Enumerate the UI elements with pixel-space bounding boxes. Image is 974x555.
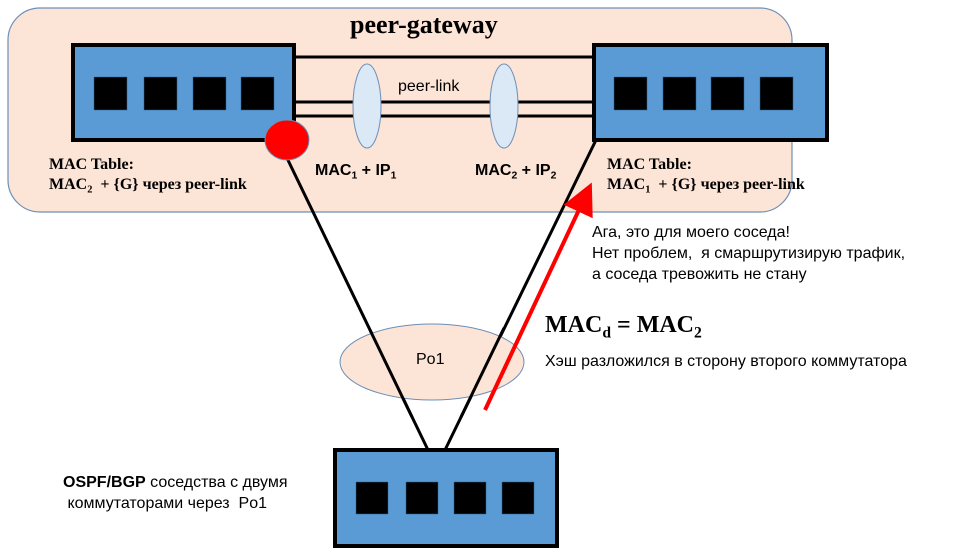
switch-1-port-1 — [93, 76, 128, 111]
diagram-title: peer-gateway — [350, 10, 498, 39]
routing-note: OSPF/BGP соседства с двумя коммутаторами… — [63, 472, 288, 514]
right-mac-table-entry: MAC1 + {G} через peer-link — [607, 176, 805, 196]
switch-1[interactable] — [71, 43, 296, 142]
peer-link-lag-ellipse-right — [489, 63, 519, 149]
switch-2-port-1 — [613, 76, 648, 111]
left-mac-table: MAC Table: MAC2 + {G} через peer-link — [49, 155, 247, 195]
right-mac-table: MAC Table: MAC1 + {G} через peer-link — [607, 155, 805, 195]
downstream-switch-port-2 — [405, 481, 439, 515]
switch-2[interactable] — [592, 43, 829, 142]
red-marker-dot — [264, 119, 310, 161]
mac-destination-formula: MACd = MAC2 — [545, 312, 702, 342]
downstream-switch[interactable] — [333, 448, 559, 548]
switch-1-port-2 — [143, 76, 178, 111]
switch-2-port-3 — [710, 76, 745, 111]
neighbor-note: Ага, это для моего соседа! Нет проблем, … — [592, 222, 905, 285]
po1-label: Po1 — [416, 351, 445, 368]
peer-link-lag-ellipse-left — [352, 63, 382, 149]
neighbor-note-line-1: Ага, это для моего соседа! — [592, 224, 790, 241]
left-mac-table-entry: MAC2 + {G} через peer-link — [49, 176, 247, 196]
hash-note: Хэш разложился в сторону второго коммута… — [545, 353, 907, 370]
neighbor-note-line-3: а соседа тревожить не стану — [592, 266, 807, 283]
downstream-switch-port-4 — [501, 481, 535, 515]
mac-ip-1-label: MAC1 + IP1 — [315, 162, 397, 182]
switch-1-port-4 — [240, 76, 275, 111]
mac-ip-2-label: MAC2 + IP2 — [475, 162, 557, 182]
left-mac-table-title: MAC Table: — [49, 156, 134, 173]
peer-link-label: peer-link — [398, 78, 460, 95]
uplink-left-over — [368, 329, 414, 418]
switch-2-port-2 — [662, 76, 697, 111]
switch-1-port-3 — [192, 76, 227, 111]
neighbor-note-line-2: Нет проблем, я смаршрутизирую трафик, — [592, 245, 906, 262]
routing-note-line-2: коммутаторами через Po1 — [63, 495, 267, 512]
uplink-right-over — [459, 327, 506, 418]
routing-note-line-1: OSPF/BGP соседства с двумя — [63, 474, 288, 491]
traffic-arrow — [483, 182, 593, 411]
switch-2-port-4 — [759, 76, 794, 111]
downstream-switch-port-1 — [355, 481, 389, 515]
downstream-switch-port-3 — [453, 481, 487, 515]
right-mac-table-title: MAC Table: — [607, 156, 692, 173]
